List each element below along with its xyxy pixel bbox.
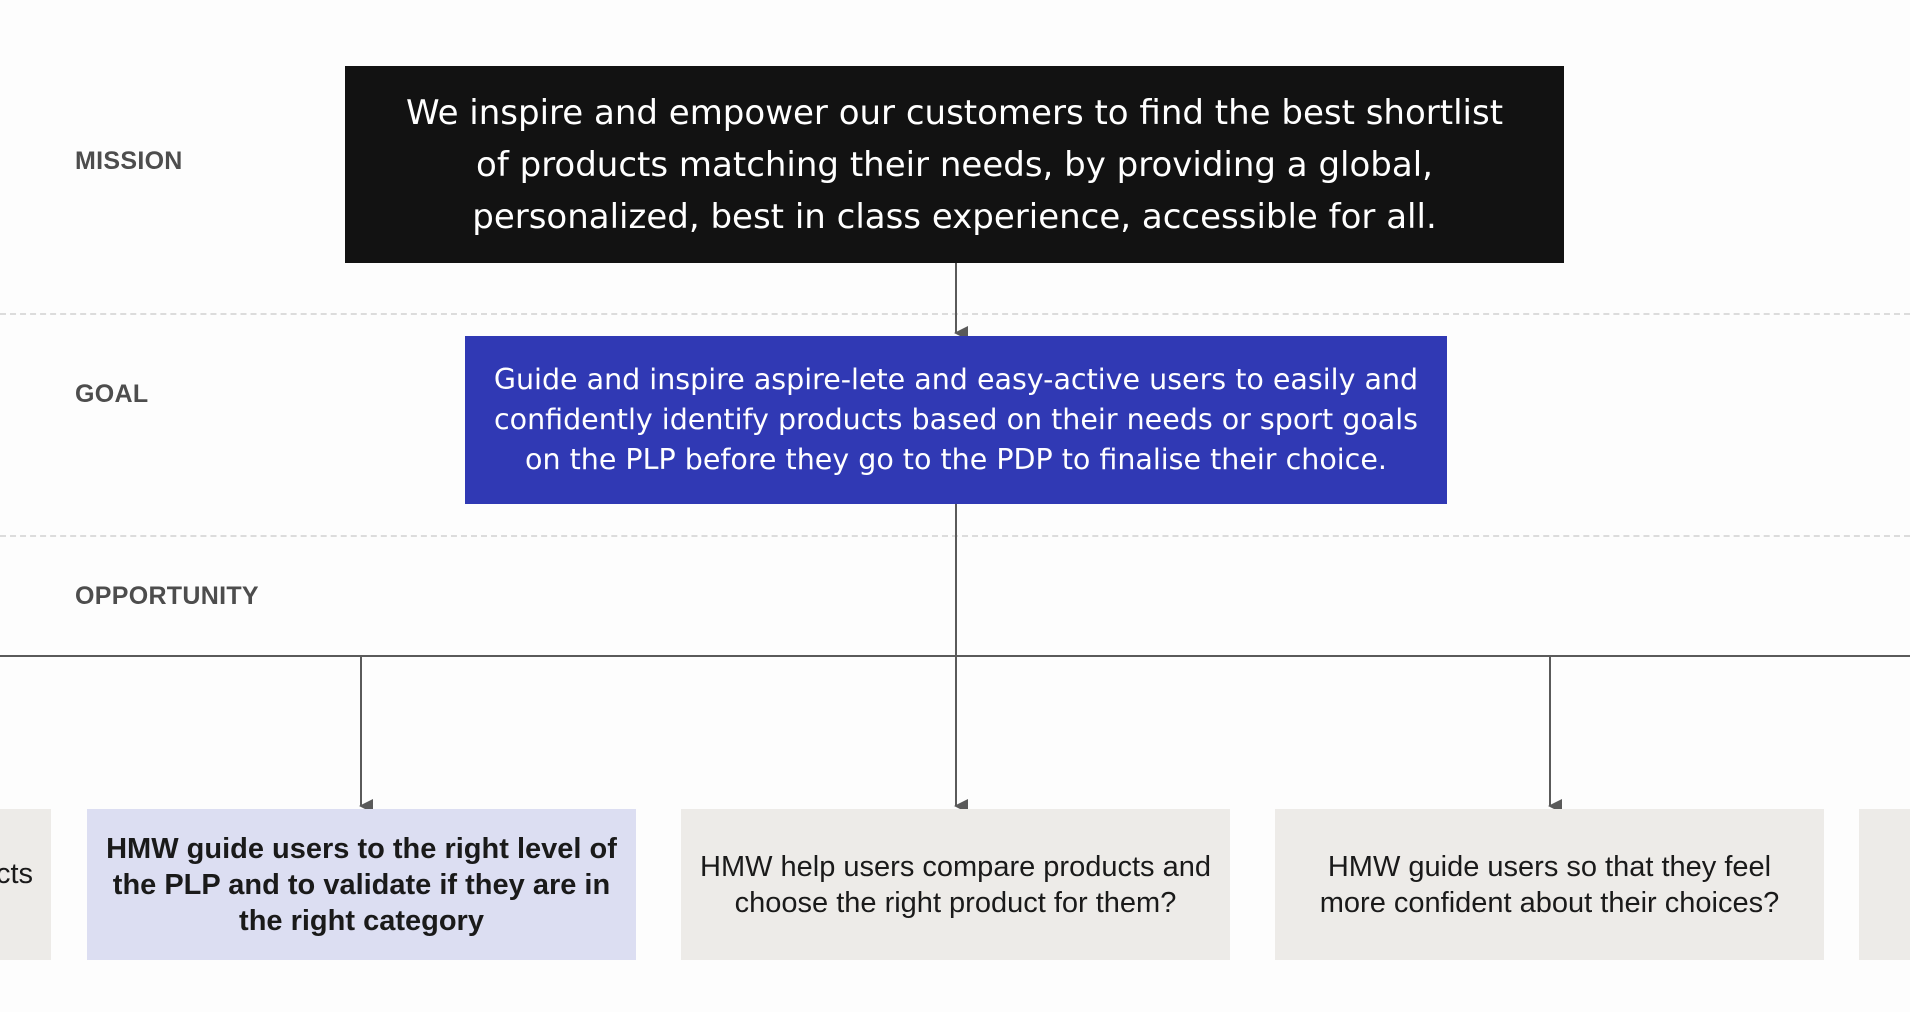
- goal-text: Guide and inspire aspire-lete and easy-a…: [493, 363, 1419, 476]
- opportunity-card-compare-products: HMW help users compare products and choo…: [681, 809, 1230, 960]
- mission-statement-box: We inspire and empower our customers to …: [345, 66, 1564, 263]
- row-label-mission: MISSION: [75, 147, 183, 175]
- opportunity-text: cts: [0, 857, 33, 890]
- opportunity-card-confidence: HMW guide users so that they feel more c…: [1275, 809, 1824, 960]
- opportunity-text: HMW guide users to the right level of th…: [106, 832, 617, 937]
- opportunity-card-partial-left: cts: [0, 809, 51, 960]
- goal-box: Guide and inspire aspire-lete and easy-a…: [465, 336, 1447, 504]
- opportunity-card-partial-right: [1859, 809, 1910, 960]
- divider-mission-goal: [0, 313, 1910, 315]
- mission-text: We inspire and empower our customers to …: [405, 92, 1504, 237]
- opportunity-card-plp-level: HMW guide users to the right level of th…: [87, 809, 636, 960]
- opportunity-text: HMW help users compare products and choo…: [700, 850, 1211, 919]
- divider-goal-opportunity: [0, 535, 1910, 537]
- row-label-goal: GOAL: [75, 380, 149, 408]
- row-label-opportunity: OPPORTUNITY: [75, 582, 259, 610]
- opportunity-text: HMW guide users so that they feel more c…: [1319, 850, 1780, 919]
